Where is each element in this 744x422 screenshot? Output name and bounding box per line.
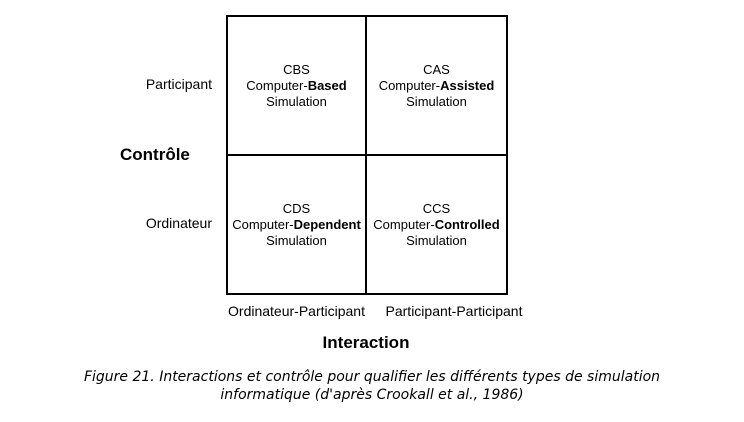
- cell-title: Computer-Dependent: [232, 216, 361, 232]
- cell-title: Computer-Controlled: [373, 216, 500, 232]
- caption-line-2: informatique (d'après Crookall et al., 1…: [220, 387, 524, 403]
- caption-line-1: Figure 21. Interactions et contrôle pour…: [83, 369, 661, 385]
- matrix-horizontal-divider: [226, 154, 508, 156]
- cell-acronym: CCS: [422, 200, 451, 216]
- cell-cas: CAS Computer-Assisted Simulation: [367, 17, 506, 154]
- cell-acronym: CDS: [282, 200, 311, 216]
- cell-cds: CDS Computer-Dependent Simulation: [228, 156, 365, 293]
- column-label-participant-participant: Participant-Participant: [385, 303, 523, 319]
- x-axis-title: Interaction: [322, 333, 410, 352]
- cell-subtitle: Simulation: [266, 232, 327, 248]
- cell-cbs: CBS Computer-Based Simulation: [228, 17, 365, 154]
- cell-title: Computer-Assisted: [378, 77, 495, 93]
- row-label-ordinateur: Ordinateur: [145, 215, 212, 231]
- cell-subtitle: Simulation: [406, 232, 467, 248]
- column-label-ordinateur-participant: Ordinateur-Participant: [228, 303, 365, 319]
- y-axis-title: Contrôle: [120, 145, 190, 164]
- cell-subtitle: Simulation: [266, 93, 327, 109]
- cell-ccs: CCS Computer-Controlled Simulation: [367, 156, 506, 293]
- cell-acronym: CAS: [423, 61, 450, 77]
- cell-title: Computer-Based: [246, 77, 347, 93]
- row-label-participant: Participant: [145, 76, 212, 92]
- figure-caption: Figure 21. Interactions et contrôle pour…: [0, 368, 744, 404]
- cell-acronym: CBS: [283, 61, 310, 77]
- cell-subtitle: Simulation: [406, 93, 467, 109]
